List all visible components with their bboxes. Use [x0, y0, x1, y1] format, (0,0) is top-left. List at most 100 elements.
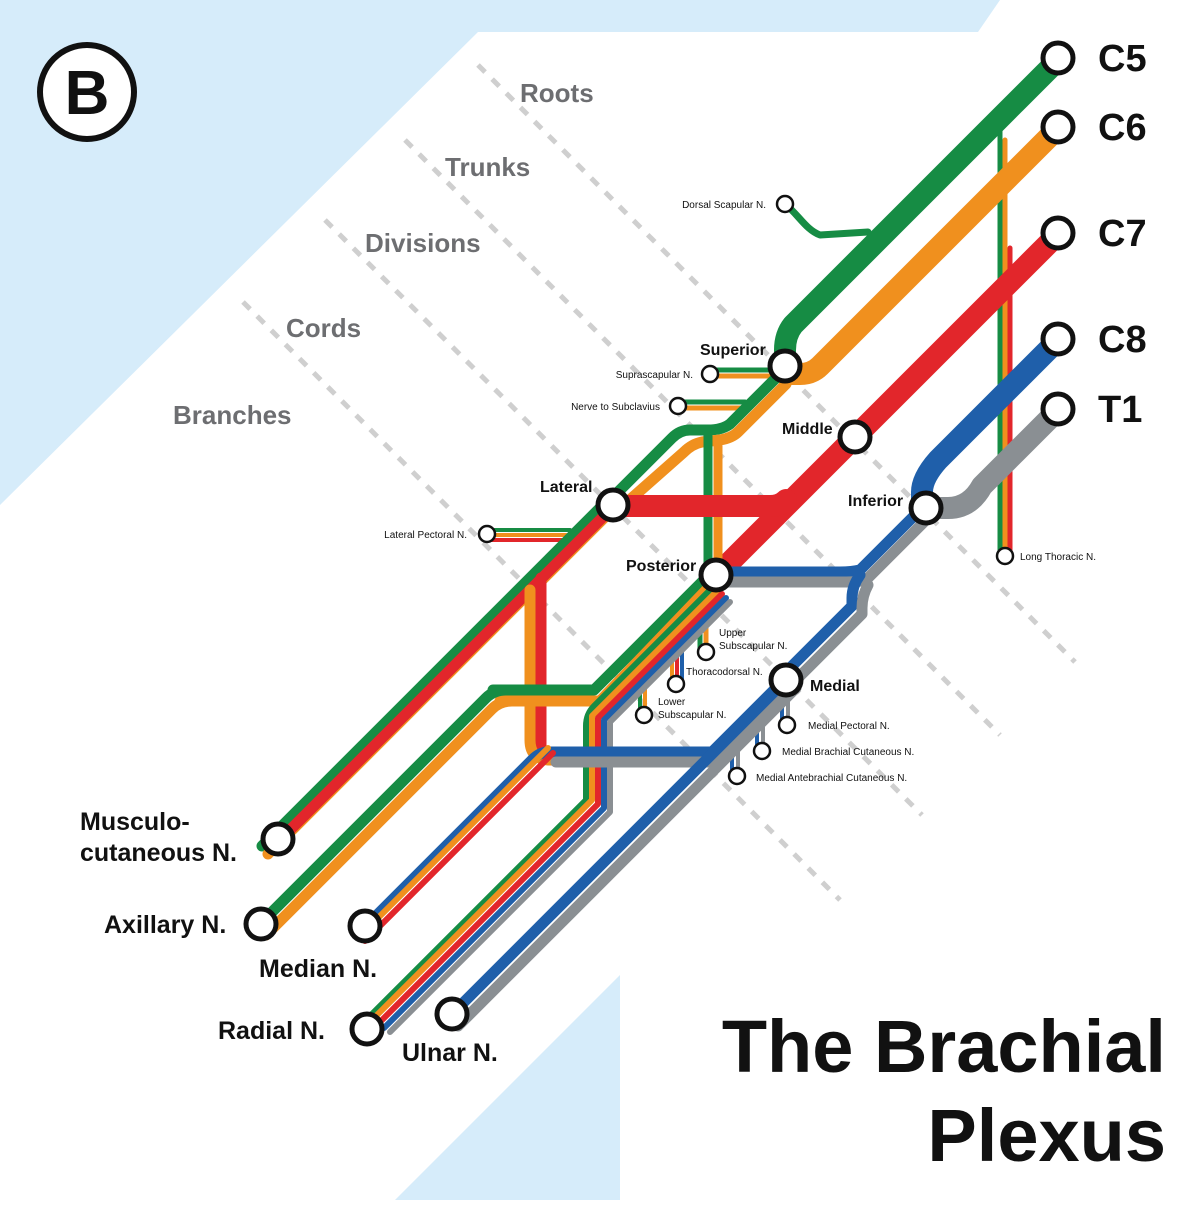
station-medial-antebrachial-cutaneous[interactable] [727, 766, 747, 786]
station-lateral-pectoral[interactable] [477, 524, 497, 544]
section-label-cords: Cords [286, 313, 361, 343]
station-subclavius[interactable] [668, 396, 688, 416]
label-lateral: Lateral [540, 479, 592, 496]
logo-ring [37, 42, 137, 142]
label-musculocutaneous-1: Musculo- [80, 808, 190, 836]
line-ulnar-grey [452, 682, 802, 1032]
station-axillary[interactable] [243, 906, 279, 942]
station-suprascapular[interactable] [700, 364, 720, 384]
label-inferior: Inferior [848, 493, 903, 510]
root-labels: C5 C6 C7 C8 T1 [1098, 38, 1147, 431]
label-c8: C8 [1098, 319, 1147, 361]
label-medial-pectoral: Medial Pectoral N. [808, 721, 890, 732]
station-c5[interactable] [1040, 40, 1076, 76]
label-c5: C5 [1098, 38, 1147, 80]
logo-letter: B [65, 59, 110, 128]
line-posterior-axillary-orange [260, 578, 718, 941]
small-branch-labels: Dorsal Scapular N. Suprascapular N. Nerv… [384, 200, 1096, 784]
label-lower-subscapular-1: Lower [658, 697, 686, 708]
label-axillary: Axillary N. [104, 911, 226, 939]
line-inferior-medial-blue [784, 569, 866, 674]
line-c5-root [774, 49, 1069, 379]
line-superior-anterior-green [602, 370, 784, 508]
label-upper-subscapular-2: Subscapular N. [719, 641, 787, 652]
label-middle: Middle [782, 421, 833, 438]
brand-logo: B [37, 42, 137, 142]
station-lower-subscapular[interactable] [634, 705, 654, 725]
line-dorsal-scapular [781, 200, 872, 239]
station-musculocutaneous[interactable] [260, 821, 296, 857]
background-shapes [0, 0, 1000, 1200]
station-upper-subscapular[interactable] [696, 642, 716, 662]
label-musculocutaneous-2: cutaneous N. [80, 839, 237, 867]
line-posterior-radial-multi-1 [363, 583, 717, 1023]
title-line-1: The Brachial [722, 1005, 1166, 1088]
station-superior[interactable] [767, 348, 803, 384]
section-label-divisions: Divisions [365, 228, 481, 258]
label-c6: C6 [1098, 107, 1147, 149]
station-medial-brachial-cutaneous[interactable] [752, 741, 772, 761]
station-ulnar[interactable] [434, 996, 470, 1032]
nerve-lines [252, 49, 1069, 1035]
label-medial: Medial [810, 678, 860, 695]
line-lateral-cord-green [256, 494, 614, 852]
label-ulnar: Ulnar N. [402, 1039, 498, 1067]
station-radial[interactable] [349, 1011, 385, 1047]
label-posterior: Posterior [626, 558, 696, 575]
title-line-2: Plexus [927, 1094, 1166, 1177]
section-label-roots: Roots [520, 78, 594, 108]
label-radial: Radial N. [218, 1017, 325, 1045]
station-dorsal-scapular[interactable] [775, 194, 795, 214]
section-label-trunks: Trunks [445, 152, 530, 182]
label-lateral-pectoral: Lateral Pectoral N. [384, 530, 467, 541]
node-labels: Superior Middle Inferior Lateral Posteri… [540, 342, 903, 695]
station-medial-pectoral[interactable] [777, 715, 797, 735]
terminal-nerve-labels: Musculo- cutaneous N. Axillary N. Median… [80, 808, 498, 1067]
line-inferior-medial-grey [790, 579, 874, 686]
station-thoracodorsal[interactable] [666, 674, 686, 694]
label-c7: C7 [1098, 213, 1147, 255]
label-median: Median N. [259, 955, 377, 983]
section-dividers [241, 63, 1077, 902]
label-subclavius: Nerve to Subclavius [571, 402, 660, 413]
label-lower-subscapular-2: Subscapular N. [658, 710, 726, 721]
small-branch-stations [477, 194, 1015, 786]
label-superior: Superior [700, 342, 766, 359]
line-c6-root [774, 117, 1069, 385]
background-water-bottom [395, 975, 620, 1200]
page-title: The Brachial Plexus [722, 1005, 1166, 1177]
section-labels: Roots Trunks Divisions Cords Branches [173, 78, 594, 430]
label-long-thoracic: Long Thoracic N. [1020, 552, 1096, 563]
line-ulnar-blue [442, 674, 792, 1024]
station-long-thoracic[interactable] [995, 546, 1015, 566]
label-thoracodorsal: Thoracodorsal N. [686, 667, 763, 678]
station-c6[interactable] [1040, 109, 1076, 145]
station-c8[interactable] [1040, 321, 1076, 357]
label-dorsal-scapular: Dorsal Scapular N. [682, 200, 766, 211]
line-median-final-red [362, 750, 556, 944]
station-t1[interactable] [1040, 391, 1076, 427]
section-label-branches: Branches [173, 400, 292, 430]
station-inferior[interactable] [908, 490, 944, 526]
station-c7[interactable] [1040, 215, 1076, 251]
line-middle-anterior-red [601, 489, 797, 517]
label-medial-antebrachial-cutaneous: Medial Antebrachial Cutaneous N. [756, 773, 907, 784]
station-posterior[interactable] [698, 557, 734, 593]
station-median[interactable] [347, 908, 383, 944]
line-posterior-axillary-green [252, 572, 712, 932]
label-suprascapular: Suprascapular N. [616, 370, 693, 381]
station-lateral[interactable] [595, 487, 631, 523]
root-stations [1040, 40, 1076, 427]
background-water-top [0, 0, 1000, 505]
terminal-stations [243, 821, 470, 1047]
station-middle[interactable] [837, 419, 873, 455]
label-medial-brachial-cutaneous: Medial Brachial Cutaneous N. [782, 747, 914, 758]
line-median-final-orange [357, 745, 551, 939]
label-t1: T1 [1098, 389, 1142, 431]
station-medial[interactable] [768, 662, 804, 698]
line-t1-root [917, 399, 1069, 519]
label-upper-subscapular-1: Upper [719, 628, 747, 639]
line-lateral-cord-red [272, 500, 620, 848]
